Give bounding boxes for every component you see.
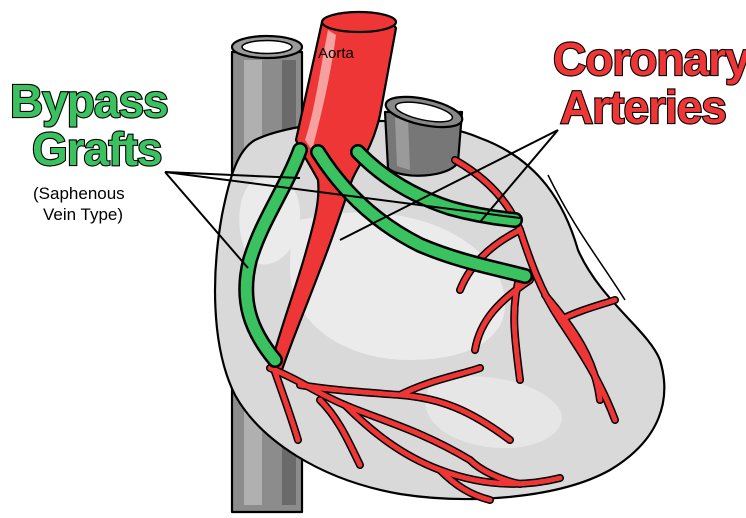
coronary-arteries-label: Coronary Arteries (553, 33, 746, 133)
coronary-label-line1: Coronary (553, 33, 746, 85)
bypass-grafts-label: Bypass Grafts (Saphenous Vein Type) (10, 75, 168, 224)
bypass-label-line1: Bypass (10, 75, 168, 127)
saphenous-label-line2: Vein Type) (43, 205, 123, 224)
saphenous-label-line1: (Saphenous (33, 184, 125, 203)
bypass-label-line2: Grafts (32, 123, 161, 175)
aorta-label: Aorta (318, 45, 355, 62)
coronary-label-line2: Arteries (560, 81, 726, 133)
